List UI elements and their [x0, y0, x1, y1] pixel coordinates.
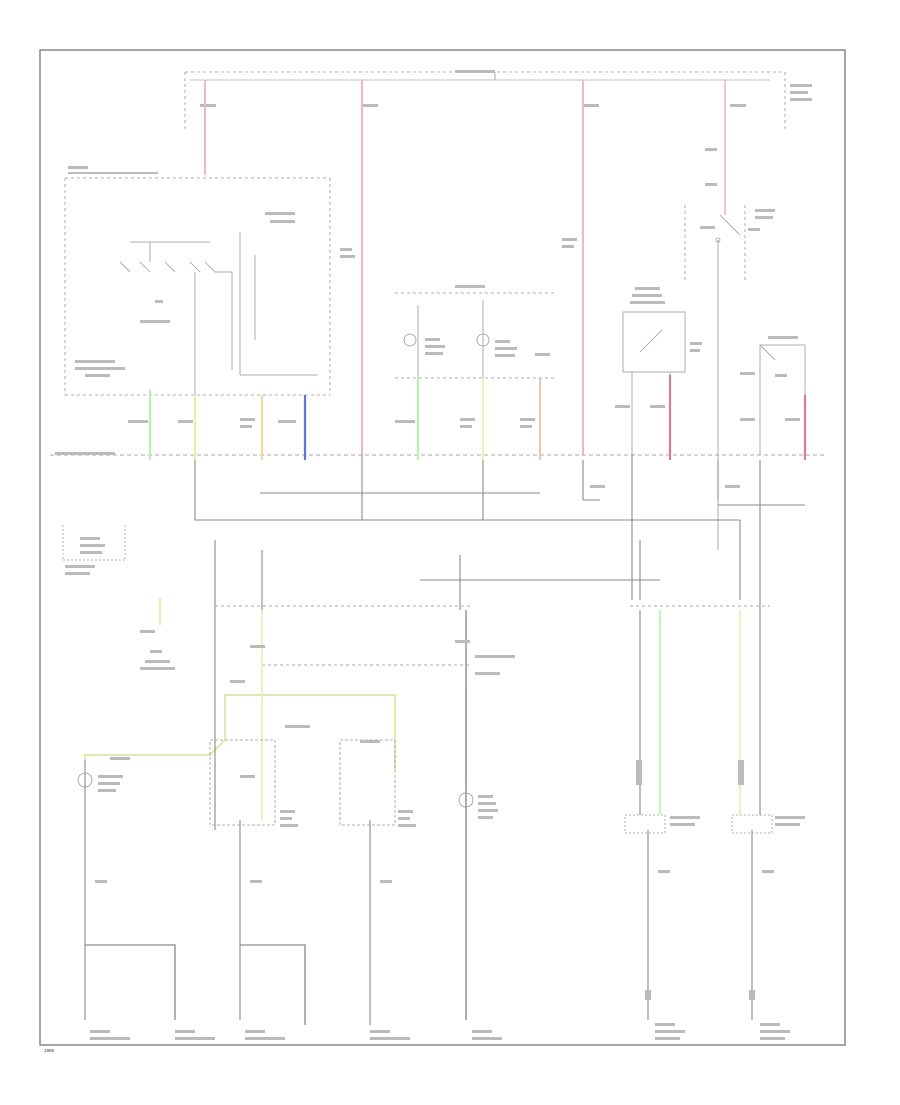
diagram-frame — [39, 49, 846, 1046]
fuse-marks — [200, 70, 812, 107]
lamp-section-left-labels — [95, 640, 515, 883]
connector-label — [55, 452, 115, 455]
corner-mark: 1995 — [44, 1048, 55, 1053]
inline-fuse-left — [140, 598, 175, 670]
illumination-module — [395, 292, 555, 379]
relay-labels — [630, 287, 702, 352]
illumination-labels — [425, 285, 550, 357]
door-switch — [759, 344, 806, 455]
harness-bus-2 — [215, 605, 770, 666]
combination-switch-module — [64, 177, 331, 455]
relay-box — [622, 311, 686, 455]
ignition-switch — [684, 205, 746, 550]
door-switch-labels — [740, 336, 798, 377]
lamp-section-right — [624, 610, 773, 1020]
legend-labels — [65, 537, 105, 575]
connector-pin-labels — [128, 238, 800, 488]
ignition-labels — [700, 148, 775, 231]
ground-labels — [90, 1030, 502, 1040]
legend-box — [62, 525, 126, 561]
lamp-section-right-labels — [636, 760, 805, 1040]
harness-wiring — [194, 455, 805, 610]
lamp-section-left — [77, 610, 474, 1025]
combination-switch-labels — [68, 166, 295, 377]
fuse-box-top — [184, 71, 786, 130]
